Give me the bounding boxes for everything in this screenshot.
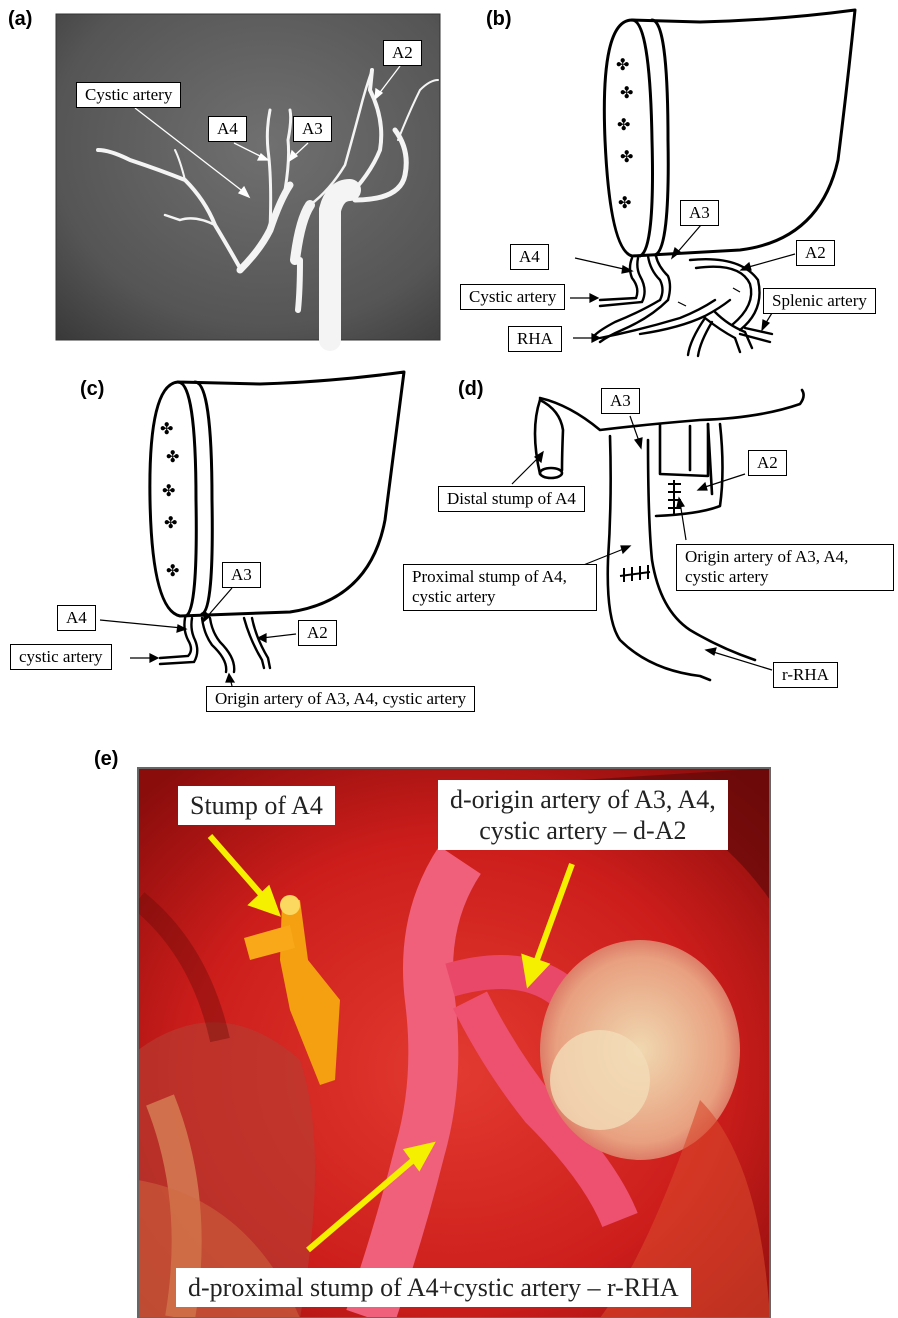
e-label-dorigin: d-origin artery of A3, A4, cystic artery… xyxy=(438,780,728,850)
e-label-dorigin-line1: d-origin artery of A3, A4, xyxy=(450,784,716,815)
e-label-stump: Stump of A4 xyxy=(178,786,335,825)
e-label-dorigin-line2: cystic artery – d-A2 xyxy=(450,815,716,846)
e-label-dproximal: d-proximal stump of A4+cystic artery – r… xyxy=(176,1268,691,1307)
